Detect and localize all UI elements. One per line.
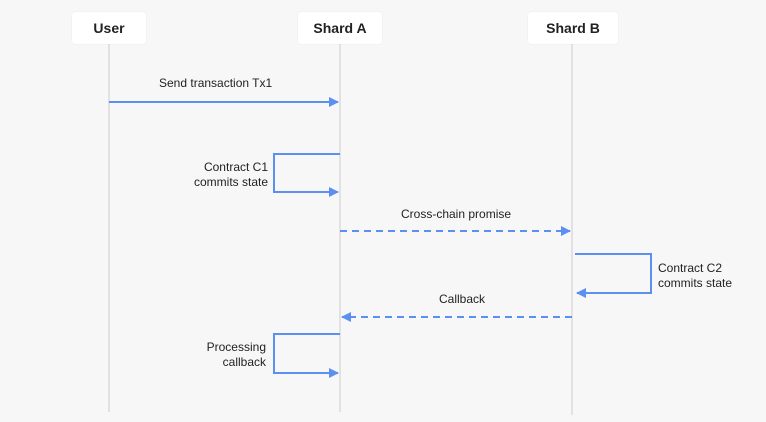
- label-contract-c1-line1: Contract C1: [203, 160, 268, 174]
- label-contract-c2-line2: commits state: [658, 276, 733, 290]
- label-processing-line2: callback: [222, 355, 266, 369]
- label-contract-c1: Contract C1 commits state: [170, 160, 268, 190]
- arrow-contract-c1-self: [273, 153, 340, 197]
- label-processing-line1: Processing: [206, 340, 266, 354]
- label-contract-c2-line1: Contract C2: [658, 261, 723, 275]
- label-send-transaction: Send transaction Tx1: [159, 76, 273, 90]
- label-processing-callback: Processing callback: [170, 340, 266, 370]
- participant-shard-b: Shard B: [528, 12, 618, 44]
- label-contract-c2: Contract C2 commits state: [658, 261, 732, 291]
- label-callback: Callback: [439, 292, 486, 306]
- participant-shard-a: Shard A: [298, 12, 382, 44]
- label-contract-c1-line2: commits state: [193, 175, 268, 189]
- arrow-processing-callback-self: [273, 333, 340, 378]
- label-cross-chain-promise: Cross-chain promise: [401, 207, 512, 221]
- participant-user: User: [72, 12, 146, 44]
- arrow-contract-c2-self: [575, 253, 652, 298]
